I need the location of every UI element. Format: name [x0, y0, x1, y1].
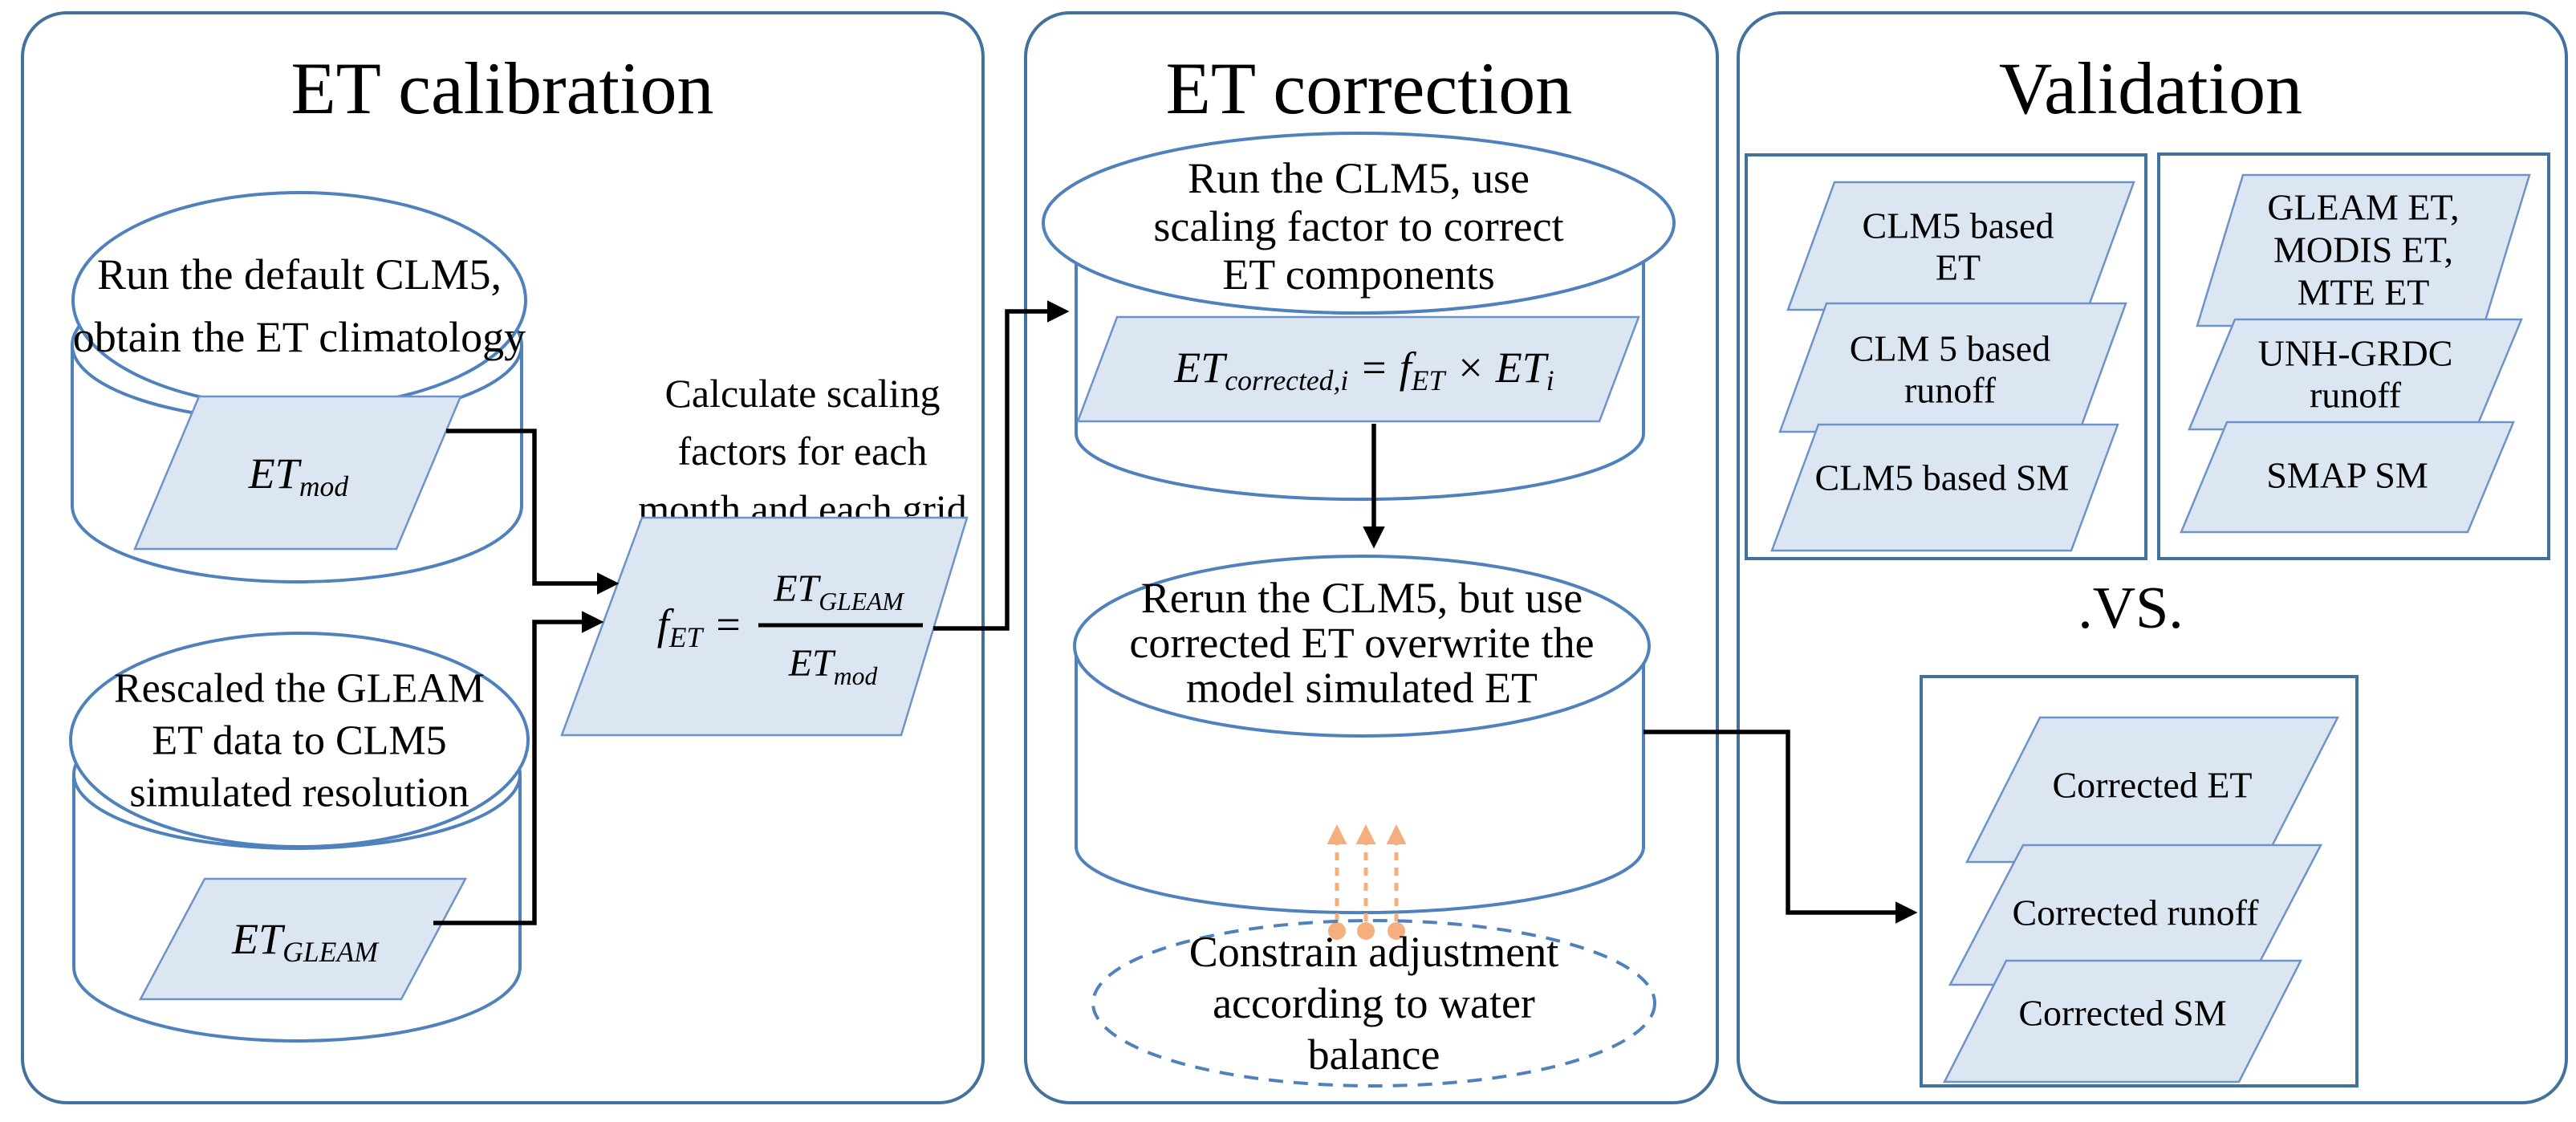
- parallelogram-et-mod: ETmod: [133, 395, 462, 551]
- parallelogram-corrected-sm: [1942, 959, 2303, 1083]
- cylinder-rerun-line1: Rerun the CLM5, but use: [1141, 574, 1583, 622]
- label-clm5-runoff-line2: runoff: [1904, 370, 1997, 411]
- cylinder-rescaled-line2: ET data to CLM5: [152, 718, 446, 764]
- connector-rerun-to-corrected: [1644, 730, 1918, 924]
- connector-formula-to-correction: [933, 300, 1070, 631]
- label-unh-grdc-line2: runoff: [2310, 375, 2402, 416]
- label-corrected-et: Corrected ET: [2052, 765, 2252, 806]
- label-clm5-sm: CLM5 based SM: [1815, 457, 2070, 498]
- cylinder-default-clm5-line1: Run the default CLM5,: [97, 250, 502, 299]
- note-line2: factors for each: [678, 429, 928, 474]
- cylinder-run-line1: Run the CLM5, use: [1188, 154, 1530, 202]
- parallelogram-clm5-sm: [1770, 423, 2119, 552]
- title-et-calibration: ET calibration: [291, 47, 713, 129]
- parallelogram-et-gleam: ETGLEAM: [138, 877, 468, 1001]
- constraint-ellipse: Constrain adjustment according to water …: [1091, 919, 1656, 1087]
- note-line1: Calculate scaling: [665, 371, 941, 416]
- title-validation: Validation: [1999, 47, 2302, 129]
- cylinder-rerun-line2: corrected ET overwrite the: [1129, 619, 1594, 667]
- label-corrected-runoff: Corrected runoff: [2013, 892, 2260, 933]
- constraint-line2: according to water: [1213, 979, 1535, 1027]
- constraint-line1: Constrain adjustment: [1189, 928, 1558, 976]
- parallelogram-clm5-et: [1786, 181, 2135, 311]
- cylinder-rerun-line3: model simulated ET: [1186, 664, 1538, 712]
- box-corrected-outputs: Corrected ET Corrected runoff Corrected …: [1920, 675, 2359, 1087]
- formula-corrected-et: ETcorrected,i = fET × ETi: [1173, 344, 1554, 396]
- parallelogram-scaling-formula: fET = ETGLEAM ETmod: [560, 516, 969, 737]
- oval-rerun-clm5: [1073, 555, 1651, 738]
- box-model-outputs: CLM5 based ET CLM 5 based runoff CLM5 ba…: [1745, 153, 2147, 560]
- label-modis-et: MODIS ET,: [2273, 230, 2453, 270]
- oval-default-clm5: [71, 191, 527, 409]
- constraint-dot-icon: [1357, 922, 1375, 940]
- cylinder-rerun-clm5: Rerun the CLM5, but use corrected ET ove…: [1073, 555, 1651, 915]
- note-calculate-scaling: Calculate scaling factors for each month…: [638, 371, 967, 531]
- cylinder-run-line3: ET components: [1222, 250, 1494, 299]
- label-clm5-et-line1: CLM5 based: [1863, 205, 2054, 246]
- label-smap-sm: SMAP SM: [2266, 455, 2428, 496]
- formula-denominator: ETmod: [788, 642, 878, 690]
- box-reference-datasets: GLEAM ET, MODIS ET, MTE ET UNH-GRDC runo…: [2157, 152, 2550, 560]
- cylinder-rescaled-line1: Rescaled the GLEAM: [114, 666, 485, 712]
- parallelogram-correction-formula: ETcorrected,i = fET × ETi: [1076, 315, 1640, 423]
- cylinder-rescaled-line3: simulated resolution: [129, 770, 469, 816]
- connector-etmod-to-formula: [446, 429, 620, 595]
- label-corrected-sm: Corrected SM: [2018, 993, 2226, 1034]
- cylinder-run-line2: scaling factor to correct: [1153, 202, 1563, 250]
- constraint-dot-icon: [1328, 922, 1346, 940]
- label-et-gleam: ETGLEAM: [231, 915, 380, 968]
- cylinder-default-clm5-line2: obtain the ET climatology: [73, 313, 526, 361]
- constraint-arrows: [1327, 824, 1407, 940]
- oval-rescaled-gleam: [69, 632, 530, 848]
- label-vs: .VS.: [2078, 575, 2184, 641]
- constraint-dot-icon: [1388, 922, 1405, 940]
- label-unh-grdc-line1: UNH-GRDC: [2258, 333, 2453, 374]
- label-gleam-et: GLEAM ET,: [2267, 187, 2459, 228]
- label-et-mod: ETmod: [248, 449, 349, 502]
- label-clm5-runoff-line1: CLM 5 based: [1850, 328, 2050, 369]
- connector-etgleam-to-formula: [433, 611, 604, 925]
- label-mte-et: MTE ET: [2298, 272, 2430, 313]
- formula-numerator: ETGLEAM: [773, 567, 904, 616]
- parallelogram-smap-sm: [2180, 421, 2515, 534]
- title-et-correction: ET correction: [1166, 47, 1573, 129]
- label-clm5-et-line2: ET: [1936, 247, 1981, 288]
- formula-lhs: fET =: [657, 600, 743, 653]
- oval-run-clm5: [1042, 132, 1676, 315]
- constraint-line3: balance: [1308, 1031, 1440, 1079]
